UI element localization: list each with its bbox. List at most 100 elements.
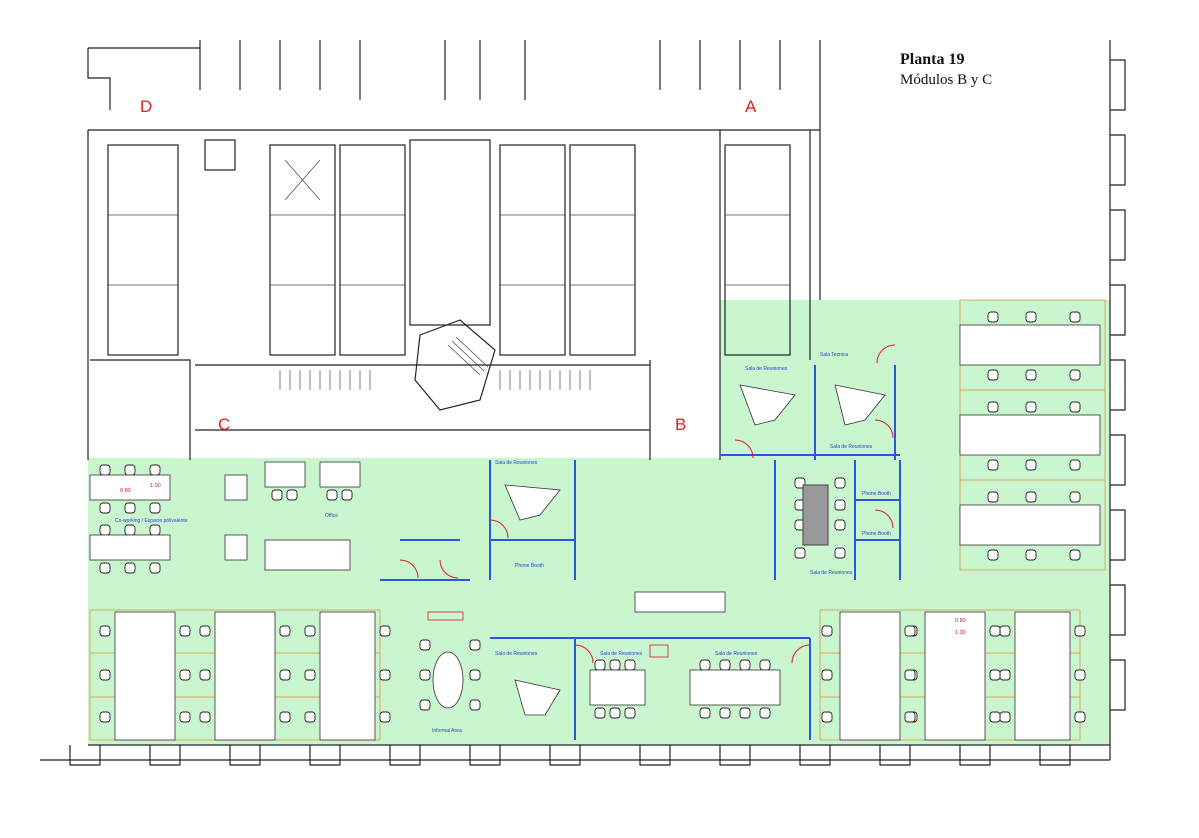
chair bbox=[834, 499, 846, 511]
meeting-room-label-1: Sala de Reuniones bbox=[745, 366, 788, 372]
chair bbox=[834, 547, 846, 559]
chair bbox=[469, 699, 481, 711]
dimension-label-1: 0.80 bbox=[120, 488, 131, 494]
chair bbox=[124, 464, 136, 476]
chair bbox=[1074, 711, 1086, 723]
desk-cluster-top-right bbox=[959, 324, 1101, 546]
chair bbox=[419, 699, 431, 711]
chair bbox=[834, 519, 846, 531]
chair bbox=[821, 711, 833, 723]
chair bbox=[699, 659, 711, 671]
dimension-label-3: 0.80 bbox=[955, 618, 966, 624]
chair bbox=[326, 489, 338, 501]
access-c-label: C bbox=[218, 415, 230, 434]
chair bbox=[609, 707, 621, 719]
chair bbox=[719, 707, 731, 719]
chair bbox=[99, 524, 111, 536]
chair bbox=[624, 659, 636, 671]
chair bbox=[1069, 459, 1081, 471]
phone-booth-label-1: Phone Booth bbox=[515, 563, 544, 569]
chair bbox=[124, 562, 136, 574]
meeting-room-label-6: Sala de Reuniones bbox=[600, 651, 643, 657]
stairs bbox=[279, 319, 591, 411]
chair bbox=[904, 625, 916, 637]
chair bbox=[904, 711, 916, 723]
chair bbox=[1069, 491, 1081, 503]
chair bbox=[99, 562, 111, 574]
meeting-tables bbox=[89, 384, 886, 716]
chair bbox=[794, 547, 806, 559]
chair bbox=[1069, 549, 1081, 561]
chair bbox=[304, 625, 316, 637]
building-walls bbox=[40, 40, 1126, 766]
chair bbox=[419, 639, 431, 651]
chair bbox=[469, 639, 481, 651]
chair bbox=[304, 669, 316, 681]
chair bbox=[1025, 311, 1037, 323]
chair bbox=[199, 711, 211, 723]
room-labels: Sala Tecnica Sala de Reuniones Sala de R… bbox=[115, 352, 891, 734]
informal-area-label: Informal Area bbox=[432, 728, 462, 734]
chair bbox=[379, 625, 391, 637]
chair bbox=[821, 625, 833, 637]
chair bbox=[149, 524, 161, 536]
phone-booth-label-2: Phone Booth bbox=[862, 491, 891, 497]
access-d-label: D bbox=[140, 97, 152, 116]
chair bbox=[271, 489, 283, 501]
chair bbox=[989, 711, 1001, 723]
chair bbox=[989, 625, 1001, 637]
chair bbox=[1069, 401, 1081, 413]
chair bbox=[1074, 669, 1086, 681]
dimension-label-4: 1.00 bbox=[955, 630, 966, 636]
chair bbox=[149, 562, 161, 574]
chair bbox=[304, 711, 316, 723]
chair bbox=[594, 659, 606, 671]
chair bbox=[987, 549, 999, 561]
chair bbox=[199, 669, 211, 681]
chair bbox=[1069, 311, 1081, 323]
chair bbox=[99, 464, 111, 476]
chair bbox=[1025, 369, 1037, 381]
chair bbox=[99, 711, 111, 723]
chair bbox=[904, 669, 916, 681]
meeting-room-label-2: Sala de Reuniones bbox=[830, 444, 873, 450]
chair bbox=[739, 659, 751, 671]
access-a-label: A bbox=[745, 97, 757, 116]
chair bbox=[624, 707, 636, 719]
chair bbox=[124, 502, 136, 514]
chair bbox=[99, 669, 111, 681]
chair bbox=[719, 659, 731, 671]
chair bbox=[1069, 369, 1081, 381]
chair bbox=[989, 669, 1001, 681]
chair bbox=[99, 502, 111, 514]
chair bbox=[469, 669, 481, 681]
chair bbox=[279, 669, 291, 681]
office-label: Office bbox=[325, 513, 338, 519]
chair bbox=[341, 489, 353, 501]
meeting-room-label-5: Sala de Reuniones bbox=[495, 651, 538, 657]
phone-booth-label-3: Phone Booth bbox=[862, 531, 891, 537]
chair bbox=[149, 464, 161, 476]
chair bbox=[286, 489, 298, 501]
chair bbox=[1025, 401, 1037, 413]
access-b-label: B bbox=[675, 415, 686, 434]
chair bbox=[987, 459, 999, 471]
chair bbox=[279, 711, 291, 723]
chair bbox=[419, 669, 431, 681]
chair bbox=[1074, 625, 1086, 637]
modules-subtitle: Módulos B y C bbox=[900, 72, 993, 88]
chair bbox=[1025, 491, 1037, 503]
chair bbox=[821, 669, 833, 681]
chair bbox=[179, 669, 191, 681]
chair bbox=[759, 707, 771, 719]
chair bbox=[999, 711, 1011, 723]
doors bbox=[399, 344, 896, 664]
meeting-room-label-3: Sala de Reuniones bbox=[495, 460, 538, 466]
access-points: D A B C bbox=[140, 97, 757, 434]
chair bbox=[999, 669, 1011, 681]
chair bbox=[594, 707, 606, 719]
chair bbox=[179, 711, 191, 723]
chair bbox=[834, 477, 846, 489]
chair bbox=[739, 707, 751, 719]
chair bbox=[124, 524, 136, 536]
